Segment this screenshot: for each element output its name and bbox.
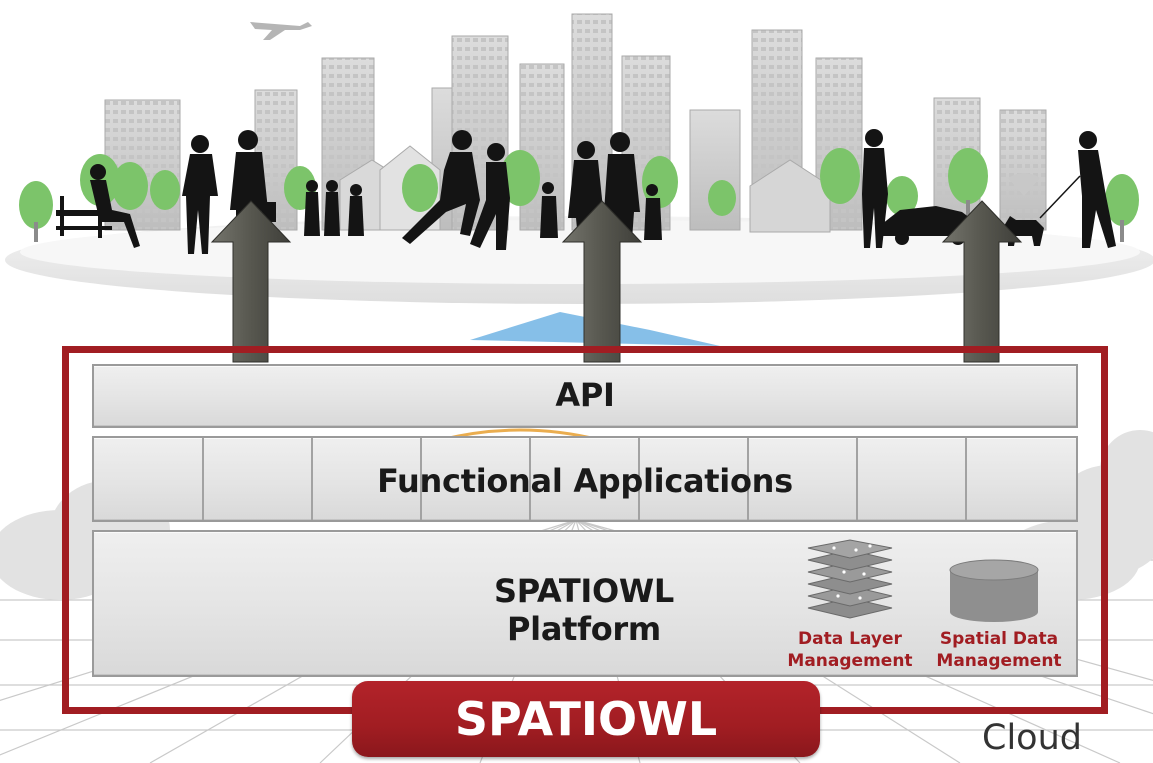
app-module-divider	[965, 438, 967, 520]
skyline	[104, 13, 1047, 233]
airplane-icon	[250, 22, 312, 40]
database-icon	[949, 559, 1039, 622]
data-layers-icon	[807, 539, 893, 619]
spatial-data-management-label: Spatial Data Management	[924, 628, 1074, 672]
data-layer-management-line1: Data Layer	[798, 629, 902, 649]
functional-applications-layer: Functional Applications	[92, 436, 1078, 522]
platform-label: SPATIOWL Platform	[493, 572, 675, 648]
app-module-divider	[856, 438, 858, 520]
data-layer-management-line2: Management	[787, 651, 913, 671]
app-module-divider	[529, 438, 531, 520]
app-module-divider	[311, 438, 313, 520]
spatial-data-management-line2: Management	[936, 651, 1062, 671]
data-layer-management-label: Data Layer Management	[780, 628, 920, 672]
app-module-divider	[747, 438, 749, 520]
up-arrow-icon	[210, 200, 292, 363]
app-module-divider	[638, 438, 640, 520]
cloud-label: Cloud	[982, 718, 1082, 758]
platform-layer: SPATIOWL Platform Data Layer Management …	[92, 530, 1078, 677]
app-module-divider	[202, 438, 204, 520]
api-layer: API	[92, 364, 1078, 428]
up-arrow-icon	[941, 200, 1023, 363]
spatial-data-management-line1: Spatial Data	[939, 629, 1059, 649]
api-layer-label: API	[555, 376, 615, 414]
functional-applications-label: Functional Applications	[377, 462, 793, 500]
spatiowl-badge: SPATIOWL	[352, 681, 820, 757]
app-module-divider	[420, 438, 422, 520]
up-arrow-icon	[561, 200, 643, 363]
